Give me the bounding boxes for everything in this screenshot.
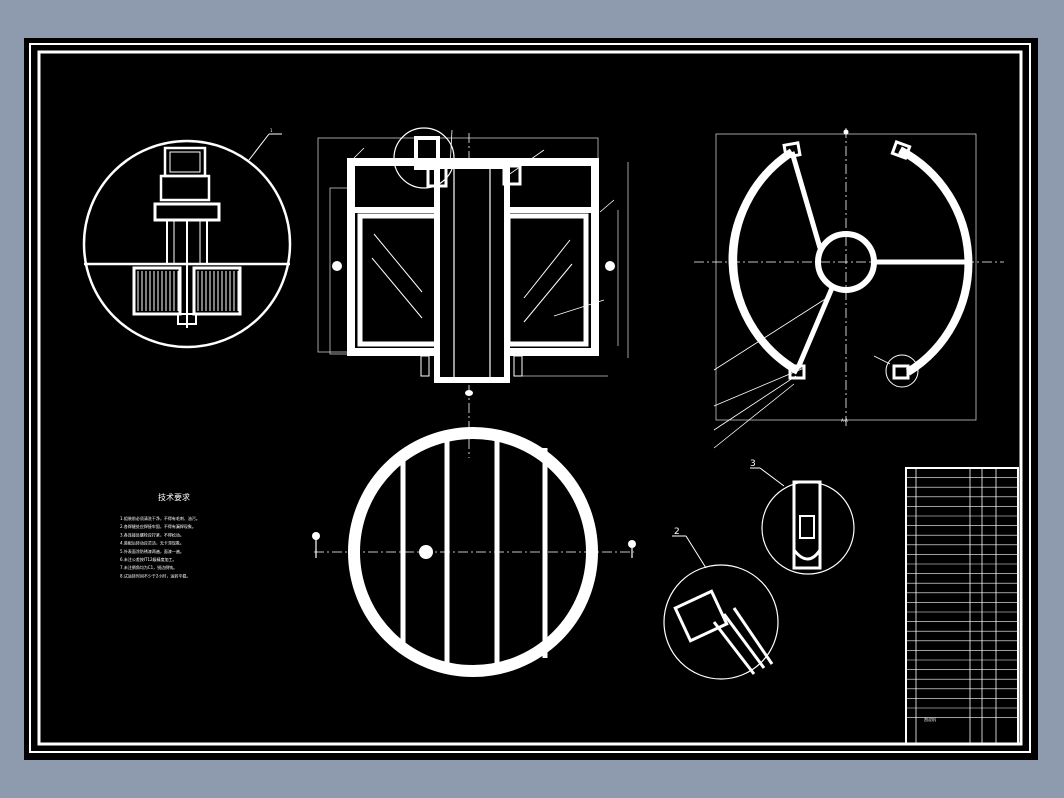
titleblock-name: 刮泥机 — [924, 716, 936, 722]
title-block: 刮泥机 — [905, 467, 1019, 745]
outer-border — [29, 43, 1031, 753]
detail-view-1: 1 — [82, 128, 292, 349]
main-section-view — [317, 127, 629, 458]
detail-3-label: 3 — [750, 459, 756, 469]
tech-line: 8.试运转时间不少于2小时，运转平稳。 — [120, 572, 190, 578]
detail-view-3: 3 — [750, 459, 855, 575]
section-label: A-A — [841, 418, 848, 423]
tech-line: 7.未注倒角均为C1，锐边倒钝。 — [120, 564, 177, 570]
detail-1-label: 1 — [270, 128, 273, 133]
drawing-sheet: 1 — [24, 38, 1038, 760]
detail-2-label: 2 — [674, 527, 680, 537]
tech-line: 1.组装前必须清洗干净，不得有毛刺、油污。 — [120, 515, 200, 521]
technical-requirements: 技术要求 1.组装前必须清洗干净，不得有毛刺、油污。 2.各焊缝处应焊接牢固，不得… — [120, 492, 200, 578]
tech-line: 6.未注公差按IT12级精度加工。 — [120, 556, 177, 562]
cad-drawing: 1 — [29, 43, 1031, 753]
tech-title: 技术要求 — [158, 492, 190, 502]
tech-line: 3.各连接处螺栓应拧紧，不得松动。 — [120, 531, 184, 537]
inner-border — [37, 50, 1023, 746]
tech-line: 2.各焊缝处应焊接牢固，不得有漏焊现象。 — [120, 523, 196, 529]
detail-view-2: 2 — [663, 527, 779, 680]
tech-line: 5.外表面涂防锈漆两遍，面漆一遍。 — [120, 548, 184, 554]
tech-line: 4.装配后转动应灵活，无卡滞现象。 — [120, 540, 184, 546]
screen-grid-view — [312, 427, 636, 677]
plan-view: A-A — [694, 128, 1004, 449]
